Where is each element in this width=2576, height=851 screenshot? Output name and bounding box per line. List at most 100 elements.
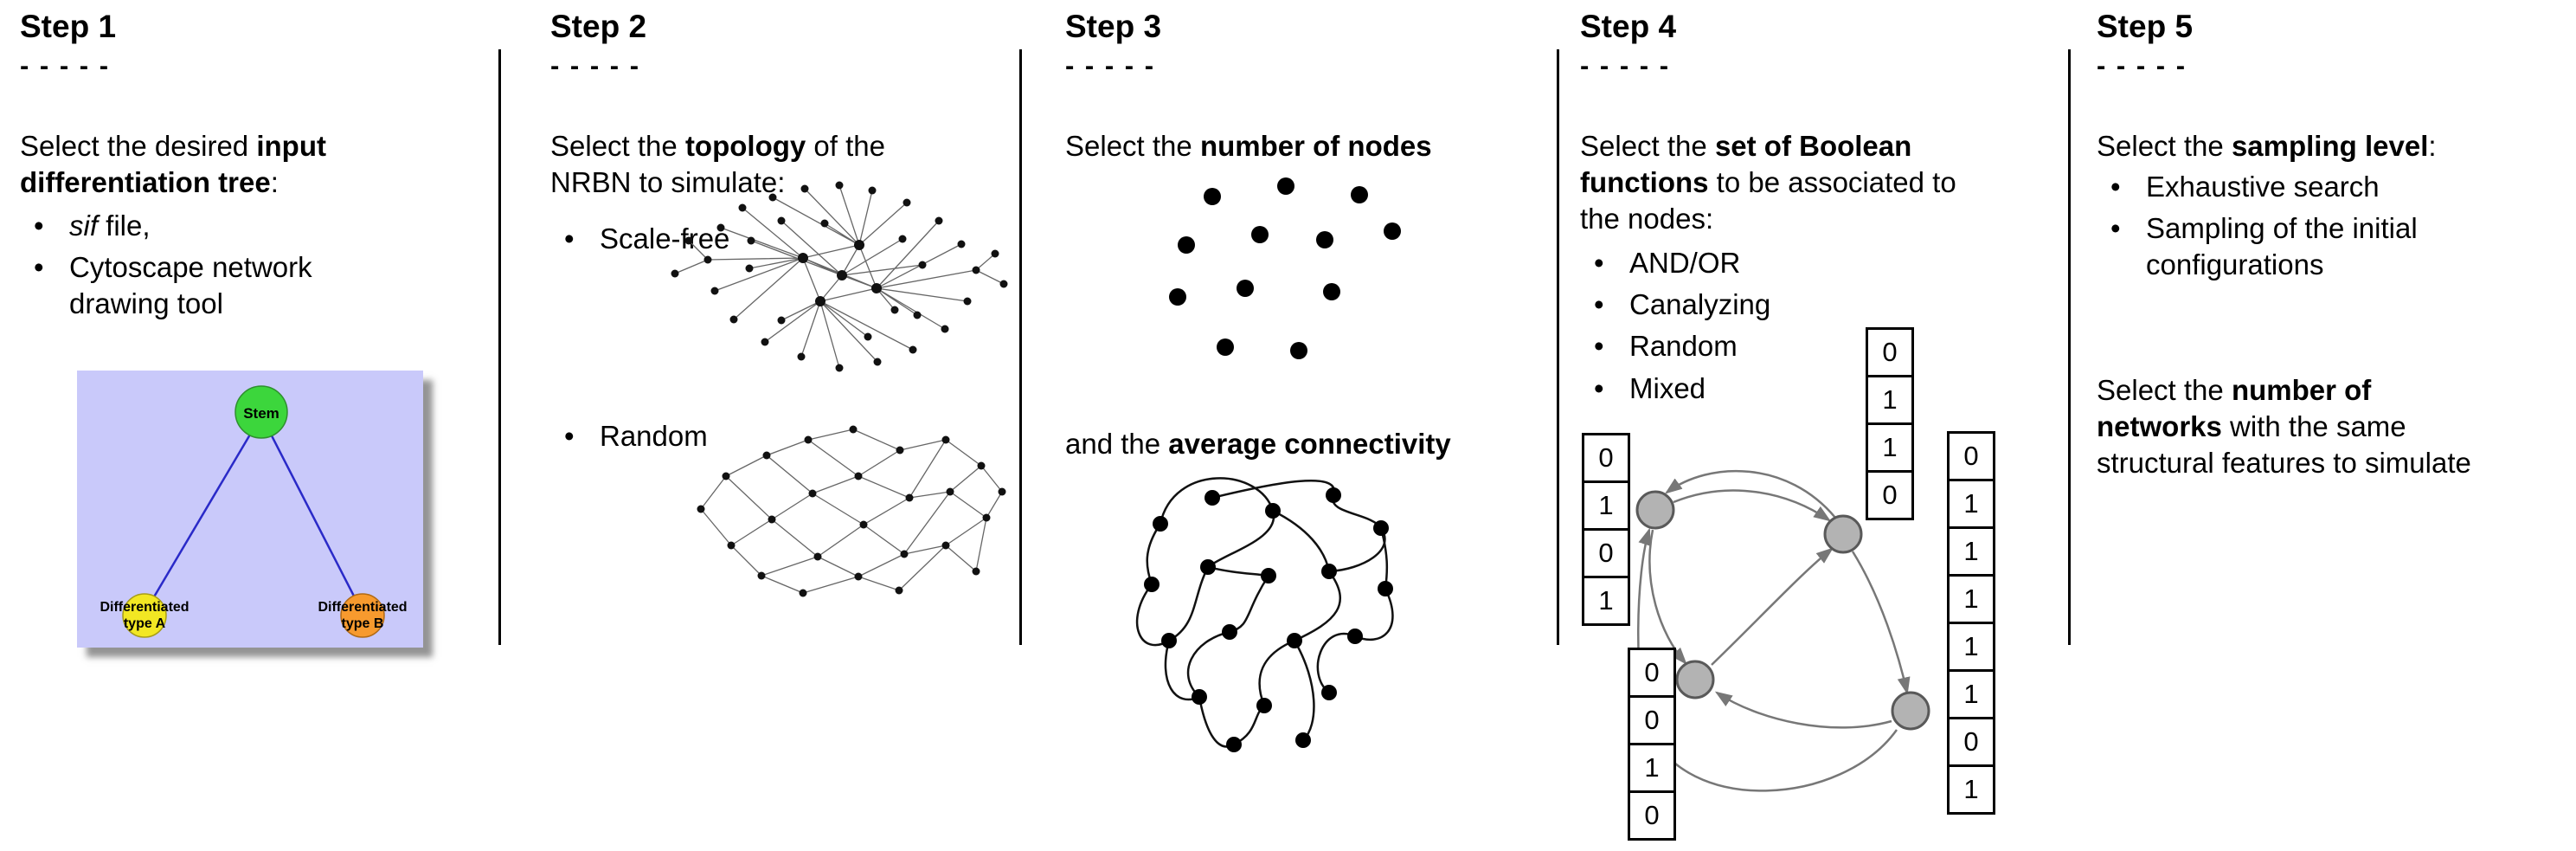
truth-table-cell: 1: [1947, 479, 1995, 529]
truth-table-cell: 1: [1947, 764, 1995, 815]
option-sif-file: sif file,: [20, 208, 318, 244]
step-4-title: Step 4: [1580, 9, 1677, 44]
text-bold: average connectivity: [1168, 428, 1451, 460]
truth-table-cell: 0: [1947, 717, 1995, 767]
truth-table-cell: 1: [1947, 669, 1995, 719]
truth-table-cell: 1: [1947, 526, 1995, 577]
text-italic: sif: [69, 210, 98, 242]
column-divider-4: [2068, 49, 2071, 645]
text-bold: number of nodes: [1199, 130, 1432, 162]
differentiated-b-label-line1: Differentiated: [318, 600, 407, 615]
text: Mixed: [1629, 371, 1706, 404]
text: :: [270, 166, 279, 199]
step-5-dashes: - - - - -: [2097, 50, 2187, 81]
step-2-option-random: Random: [550, 418, 708, 460]
regulation-arrows: [1637, 469, 1911, 792]
step-2-panel: Step 2 - - - - - Select the topology of …: [550, 0, 1013, 851]
truth-table-right: 0 1 1 1 1 1 0 1: [1947, 431, 1995, 815]
step-3-instruction-connectivity: and the average connectivity: [1065, 426, 1451, 462]
truth-table-cell: 1: [1628, 743, 1676, 793]
column-divider-2: [1019, 49, 1022, 645]
text: Sampling of the initial configurations: [2146, 212, 2418, 281]
step-3-instruction-nodes: Select the number of nodes: [1065, 128, 1432, 164]
text: to be associated to: [1708, 166, 1956, 199]
option-and-or: AND/OR: [1580, 245, 1770, 281]
option-scale-free: Scale-free: [550, 221, 729, 257]
text: Cytoscape network drawing tool: [69, 251, 312, 320]
truth-table-cell: 1: [1947, 622, 1995, 672]
truth-table-left: 0 1 0 1: [1582, 433, 1630, 626]
boolean-node-b: [1823, 514, 1863, 554]
connectivity-graphic: [1121, 476, 1407, 766]
step-1-dashes: - - - - -: [20, 50, 111, 81]
step-4-dashes: - - - - -: [1580, 50, 1671, 81]
option-cytoscape: Cytoscape network drawing tool: [20, 249, 318, 322]
differentiation-tree-graphic: Stem Differentiated type A Differentiate…: [77, 371, 423, 648]
truth-table-top: 0 1 1 0: [1866, 327, 1914, 520]
text: structural features to simulate: [2097, 447, 2471, 480]
text: Select the: [1580, 130, 1715, 162]
boolean-node-a: [1635, 490, 1675, 530]
step-3-title: Step 3: [1065, 9, 1162, 44]
option-random-functions: Random: [1580, 328, 1770, 364]
truth-table-cell: 1: [1582, 576, 1630, 626]
column-divider-3: [1557, 49, 1559, 645]
step-2-dashes: - - - - -: [550, 50, 641, 81]
truth-table-cell: 1: [1947, 574, 1995, 624]
text: the nodes:: [1580, 203, 1714, 235]
truth-table-cell: 0: [1582, 528, 1630, 578]
text: AND/OR: [1629, 247, 1741, 279]
truth-table-cell: 0: [1628, 790, 1676, 841]
step-5-title: Step 5: [2097, 9, 2194, 44]
step-1-panel: Step 1 - - - - - Select the desired inpu…: [20, 0, 491, 851]
text: :: [2428, 130, 2437, 162]
connectivity-nodes: [1144, 487, 1393, 752]
text-bold: set of Boolean: [1714, 130, 1912, 162]
truth-table-cell: 0: [1947, 431, 1995, 481]
truth-table-bottom-left: 0 0 1 0: [1628, 648, 1676, 841]
boolean-nodes: [1635, 490, 1930, 731]
step-4-panel: Step 4 - - - - - Select the set of Boole…: [1580, 0, 2065, 851]
step-1-options: sif file, Cytoscape network drawing tool: [20, 208, 318, 328]
text: Exhaustive search: [2146, 171, 2380, 203]
scale-free-edges: [674, 184, 1005, 369]
step-3-dashes: - - - - -: [1065, 50, 1156, 81]
step-5-panel: Step 5 - - - - - Select the sampling lev…: [2097, 0, 2573, 851]
text: file,: [98, 210, 151, 242]
text: Scale-free: [600, 222, 730, 255]
text: of the: [806, 130, 885, 162]
truth-table-cell: 0: [1628, 695, 1676, 745]
text: Random: [600, 420, 708, 452]
nodes-dots-graphic: [1152, 177, 1420, 394]
truth-table-cell: 0: [1866, 470, 1914, 520]
text-bold: functions: [1580, 166, 1709, 199]
differentiated-b-label-line2: type B: [342, 616, 384, 631]
text-bold: topology: [684, 130, 806, 162]
step-2-option-scale-free: Scale-free: [550, 221, 729, 262]
truth-table-cell: 1: [1582, 480, 1630, 531]
node-dots: [1169, 177, 1401, 359]
option-exhaustive-search: Exhaustive search: [2097, 169, 2460, 205]
tree-edge-left: [143, 415, 263, 614]
scale-free-network-graphic: [647, 171, 1032, 399]
text: Select the: [550, 130, 685, 162]
boolean-network-graphic: [1635, 469, 1930, 792]
text: Select the: [2097, 130, 2232, 162]
differentiated-b-node: [340, 593, 385, 638]
truth-table-cell: 0: [1582, 433, 1630, 483]
step-2-title: Step 2: [550, 9, 647, 44]
truth-table-cell: 1: [1866, 375, 1914, 425]
step-3-panel: Step 3 - - - - - Select the number of no…: [1065, 0, 1550, 851]
boolean-node-c: [1675, 660, 1715, 699]
tree-edge-right: [260, 415, 364, 614]
random-nodes: [697, 425, 1006, 597]
differentiated-a-node: [122, 593, 167, 638]
step-1-title: Step 1: [20, 9, 117, 44]
text-bold: networks: [2097, 410, 2222, 443]
text: Select the desired: [20, 130, 257, 162]
text-bold: number of: [2231, 374, 2372, 406]
text: with the same: [2221, 410, 2406, 443]
